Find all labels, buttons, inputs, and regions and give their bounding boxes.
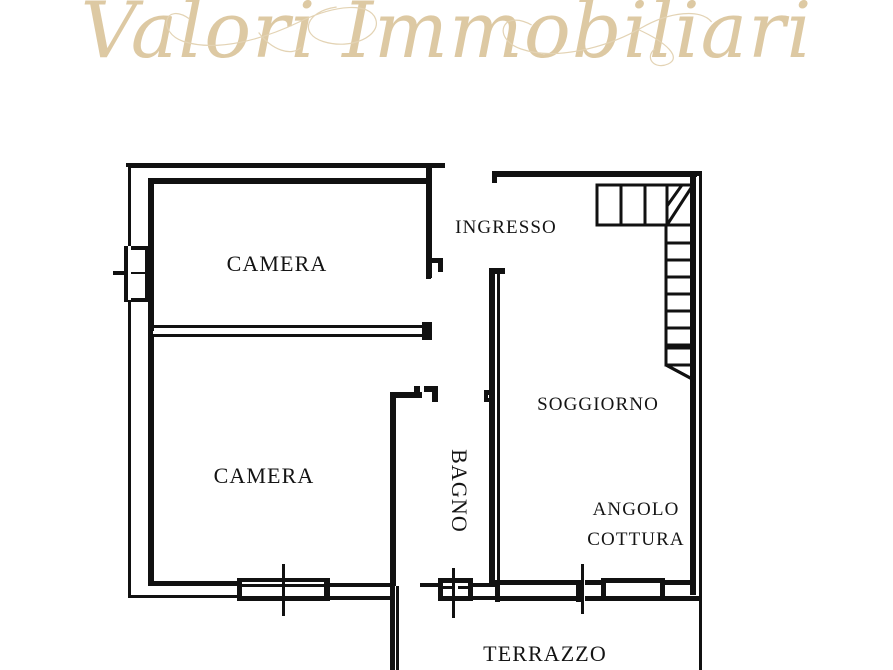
wall-terrazzo-left-divider2 (396, 586, 399, 670)
room-labels: CAMERA CAMERA INGRESSO SOGGIORNO ANGOLO … (214, 217, 684, 666)
wall-top-left-outer (131, 163, 445, 168)
window-bottom-cottura-right-jamb (660, 578, 665, 601)
wall-bottom-stub-right-of-bagno (472, 583, 496, 587)
label-camera-top: CAMERA (227, 251, 328, 276)
walls-group (113, 163, 702, 670)
wall-bottom-left-inner (148, 581, 240, 586)
label-terrazzo: TERRAZZO (483, 641, 607, 666)
wall-camera-bottom-left-inner (148, 334, 154, 586)
wall-bottom-cottura-left-stub2 (585, 596, 603, 601)
wall-camera-top-inner (148, 178, 432, 184)
wall-bottom-cottura-right-stub (665, 580, 692, 585)
wall-bottom-soggiorno-bottom (495, 596, 581, 601)
wall-bottom-soggiorno-left-jamb (495, 580, 500, 602)
window-left-top (131, 246, 149, 250)
wall-bagno-left (390, 392, 396, 586)
window-left-marker (113, 271, 125, 275)
label-camera-bottom: CAMERA (214, 463, 315, 488)
window-left-bottom (131, 298, 149, 302)
window-bottom-bagno-mid-b (458, 586, 472, 589)
window-bottom-bagno-left-jamb (438, 578, 443, 601)
door-bottom-soggiorno-crosshair (581, 564, 584, 614)
wall-bottom-stub-left-of-bagno (420, 583, 442, 587)
window-bottom-camera-right-jamb (324, 578, 330, 601)
window-left-inner-jamb (145, 246, 149, 302)
wall-outer-left-upper (128, 163, 131, 246)
wall-bottom-stub-right-of-bagno2 (472, 596, 496, 600)
door-jamb-bagno-right-lower (484, 398, 493, 402)
wall-bottom-seg-camera-bagno-top (329, 583, 391, 587)
label-angolo: ANGOLO (593, 499, 680, 520)
wall-right-inner (690, 171, 696, 595)
label-soggiorno: SOGGIORNO (537, 394, 659, 415)
wall-bottom-cottura-right-stub2 (665, 596, 699, 601)
window-bottom-camera-left-jamb (237, 578, 242, 601)
wall-bagno-top (390, 392, 422, 398)
label-ingresso: INGRESSO (455, 217, 557, 238)
wall-camera-right-inner (426, 168, 432, 278)
window-bottom-bagno-mid-a (438, 586, 452, 589)
wall-bottom-cottura-left-stub (585, 580, 603, 585)
stair-winder-diagonal-1 (665, 184, 695, 226)
wall-bottom-soggiorno-right-jamb (576, 580, 581, 602)
wall-divider-mid-top (148, 325, 428, 328)
wall-bottom-soggiorno-top (495, 580, 581, 585)
wall-right-topcap (690, 171, 702, 176)
wall-left-top-cap (126, 163, 134, 167)
window-left-midline (131, 272, 145, 274)
staircase (595, 183, 696, 383)
window-bottom-cottura-left-jamb (601, 578, 606, 601)
wall-divider-mid-startcap (148, 325, 153, 337)
wall-divider-mid-bottom (148, 334, 428, 337)
wall-bagno-right-outer (489, 268, 495, 586)
wall-top-right-left-cap (492, 171, 497, 183)
wall-camera-left-inner (148, 178, 154, 331)
wall-bottom-seg-camera-bagno-bottom (329, 596, 391, 600)
wall-right-outer (699, 171, 702, 595)
wall-bagno-top-jamb-cap (424, 386, 438, 392)
wall-top-right-outer (492, 171, 697, 177)
door-jamb-camera-right-stub (426, 265, 431, 279)
label-cottura: COTTURA (587, 529, 684, 550)
window-bottom-camera-crosshair (282, 564, 285, 616)
stair-bottom-winder-edge (665, 363, 695, 382)
window-bottom-bagno-right-jamb (468, 578, 473, 601)
wall-bottom-left-outer (128, 595, 240, 598)
wall-bagno-top-jamb-stub (414, 386, 420, 396)
window-bottom-bagno-crosshair (452, 568, 455, 618)
wall-bagno-right-topcap (489, 268, 505, 274)
door-jamb-bagno-right-vert (484, 390, 488, 402)
window-bottom-cottura-top (601, 578, 665, 583)
wall-terrazzo-right-outer (699, 595, 702, 670)
wall-terrazzo-left-divider (390, 586, 395, 670)
wall-bagno-right-inner (497, 268, 500, 586)
label-bagno: BAGNO (447, 449, 472, 533)
window-left-outer-jamb (124, 246, 128, 302)
wall-outer-left-lower (128, 300, 131, 598)
stair-winder-diagonal-2 (665, 184, 684, 207)
window-bottom-cottura-bottom (601, 596, 665, 601)
wall-bagno-right-topcap2 (489, 268, 494, 280)
wall-bagno-top-jamb-vert (432, 386, 438, 402)
door-jamb-camera-right-vert (438, 258, 443, 272)
wall-divider-mid-endcap (422, 322, 432, 340)
door-jamb-camera-right-top (426, 258, 442, 263)
